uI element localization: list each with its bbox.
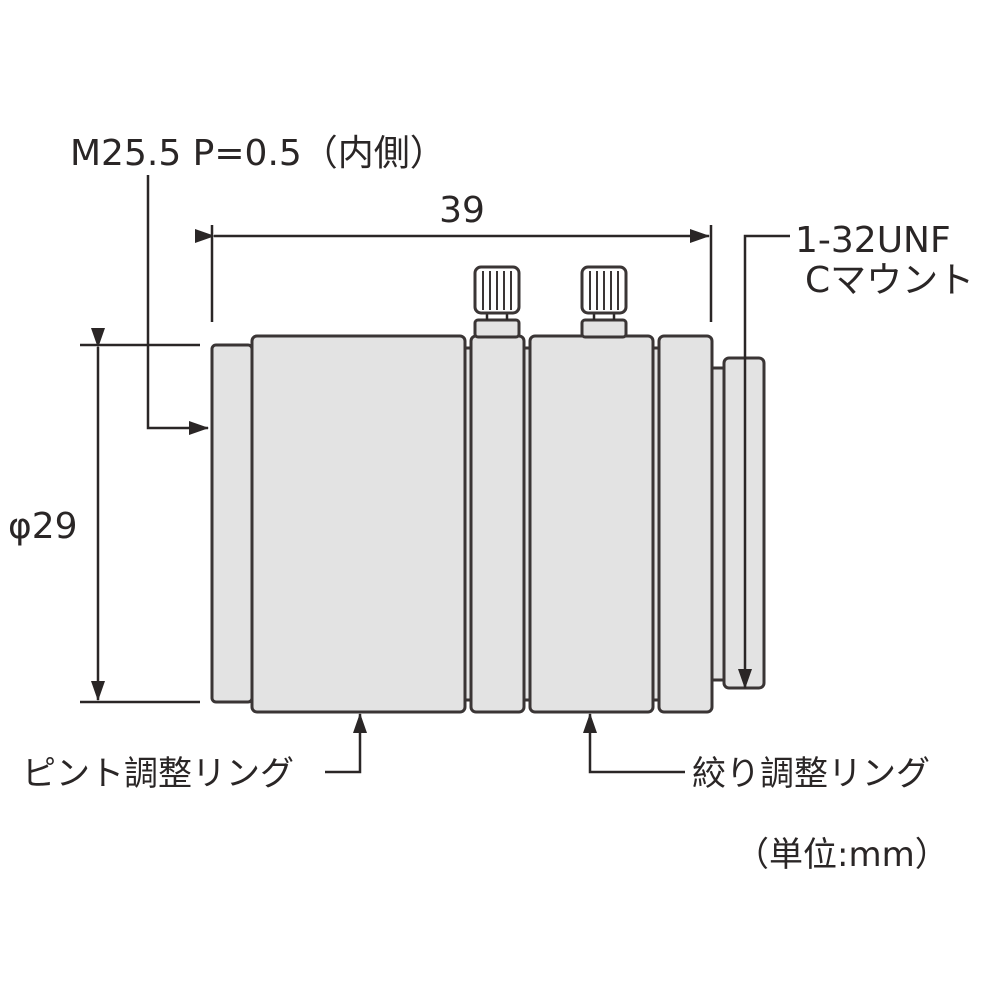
length-label: 39 — [439, 190, 485, 231]
iris-ring — [528, 334, 655, 714]
focus-lock-knob — [473, 265, 521, 339]
thread-leader — [146, 175, 209, 435]
thread-label: M25.5 P=0.5（内側） — [70, 133, 446, 174]
length-dimension — [195, 225, 713, 322]
unit-label: （単位:mm） — [735, 835, 949, 875]
iris-ring-label: 絞り調整リング — [692, 754, 930, 794]
focus-barrel — [250, 334, 467, 714]
iris-lock-knob — [580, 265, 628, 339]
focus-lock-ring — [469, 334, 526, 714]
mount-leader — [738, 234, 790, 689]
front-ring — [210, 343, 254, 704]
focus-ring-label: ピント調整リング — [22, 754, 294, 794]
iris-ring-leader — [583, 713, 685, 774]
diameter-dimension — [80, 328, 200, 704]
mount-thread-label: 1-32UNF — [795, 220, 951, 261]
lens-body — [210, 334, 766, 714]
mount-step — [710, 366, 726, 682]
mount-type-label: Cマウント — [805, 260, 974, 301]
rear-ring — [657, 334, 714, 714]
diameter-label: φ29 — [8, 506, 78, 547]
focus-ring-leader — [325, 713, 367, 774]
